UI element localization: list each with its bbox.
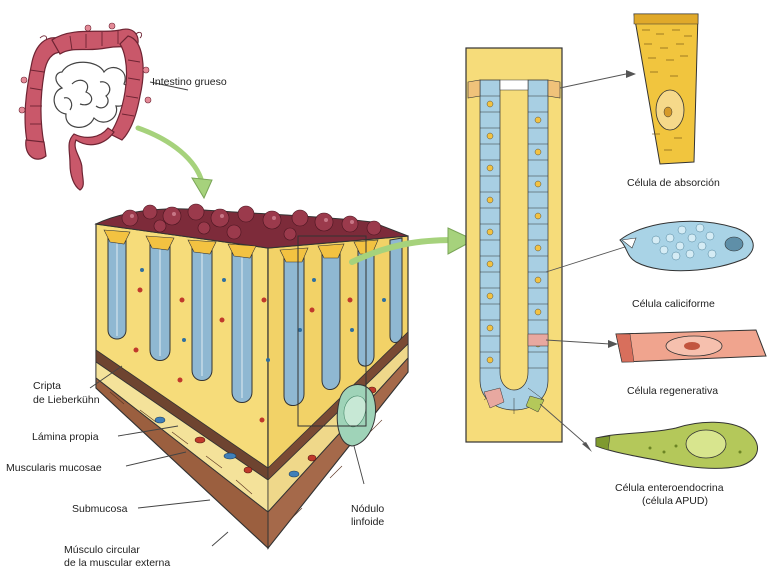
label-circular-muscle-line2: de la muscular externa <box>64 557 171 569</box>
label-regenerative-cell: Célula regenerativa <box>627 385 719 397</box>
label-lamina-propria: Lámina propia <box>32 431 99 443</box>
label-crypt: Cripta <box>33 380 62 392</box>
green-arrow-to-block <box>135 125 213 200</box>
pointer-lines <box>539 73 629 447</box>
label-lymph-nodule-line2: linfoide <box>351 516 385 528</box>
lymph-nodule <box>336 384 376 447</box>
absorptive-cell-drawing <box>633 13 699 165</box>
goblet-cell-drawing <box>619 220 754 272</box>
left-leader-lines <box>89 81 365 547</box>
label-circular-muscle: Músculo circular <box>64 544 140 556</box>
tissue-block <box>94 203 409 550</box>
label-submucosa: Submucosa <box>72 503 128 515</box>
green-arrow-to-crypt-detail <box>349 227 476 265</box>
label-enteroendocrine-cell-line2: (célula APUD) <box>642 495 708 507</box>
label-lymph-nodule: Nódulo <box>351 503 385 515</box>
label-muscularis-mucosae: Muscularis mucosae <box>6 462 102 474</box>
label-crypt-line2: de Lieberkühn <box>33 394 100 406</box>
label-large-intestine: Intestino grueso <box>152 76 227 88</box>
label-enteroendocrine-cell: Célula enteroendocrina <box>615 482 724 494</box>
regenerative-cell-drawing <box>615 329 767 363</box>
label-goblet-cell: Célula caliciforme <box>632 298 715 310</box>
crypt-detail-panel <box>465 47 563 443</box>
large-intestine-illustration <box>18 22 152 191</box>
label-absorptive-cell: Célula de absorción <box>627 177 720 189</box>
enteroendocrine-cell-drawing <box>595 421 758 469</box>
